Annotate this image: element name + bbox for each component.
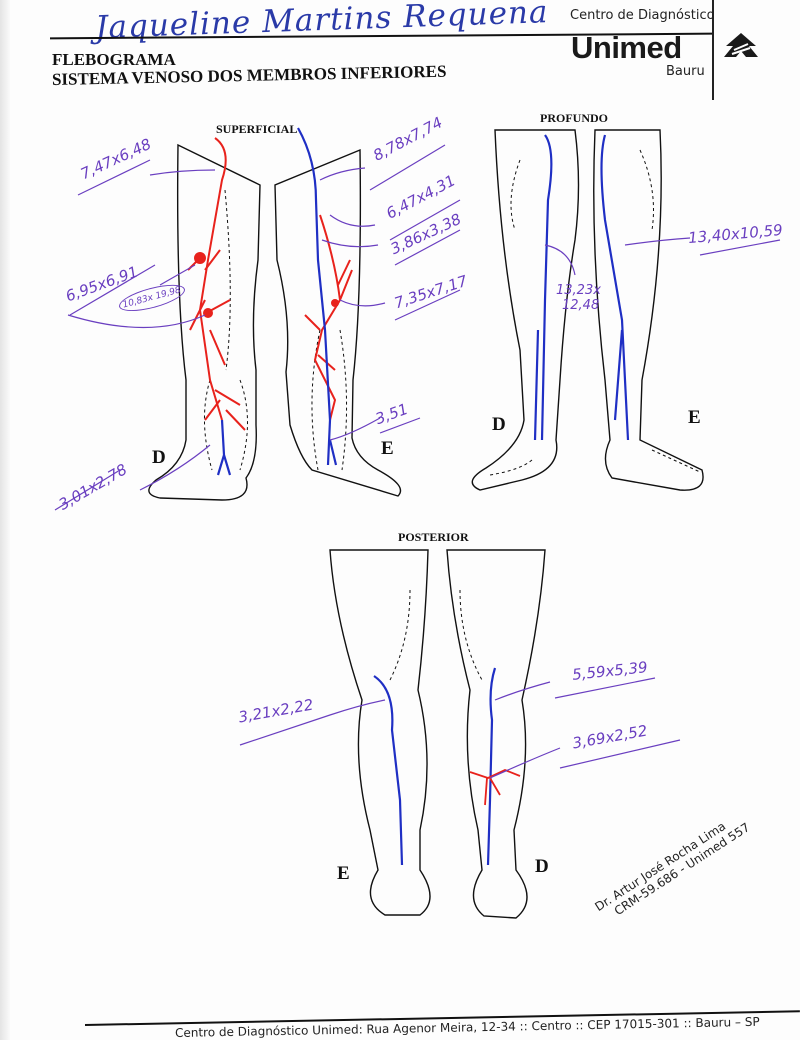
vein-superficial-left-blue: [297, 127, 338, 466]
profundo-left-label: E: [688, 407, 701, 428]
profundo-label: PROFUNDO: [540, 111, 608, 125]
vein-superficial-right-red: [198, 137, 227, 421]
vein-posterior-left: [373, 675, 404, 866]
posterior-label: POSTERIOR: [398, 530, 469, 544]
logo-divider: [712, 0, 714, 100]
posterior-right-label: D: [535, 856, 549, 877]
unimed-tree-icon: [724, 33, 758, 57]
leg-outline-profundo-right: [471, 129, 580, 491]
logo-city: Bauru: [666, 64, 705, 79]
vein-superficial-right-blue: [216, 419, 232, 476]
leg-outline-superficial-left: [274, 148, 402, 497]
document-title: FLEBOGRAMA: [52, 50, 176, 69]
logo-brand: Unimed: [571, 30, 682, 65]
profundo-right-label: D: [492, 414, 506, 435]
superficial-left-label: E: [381, 438, 394, 459]
leg-outline-posterior-left: [329, 549, 431, 916]
leg-outline-posterior-right: [446, 549, 546, 919]
vein-profundo-right: [533, 134, 553, 441]
vein-superficial-left-red: [304, 214, 353, 421]
measurement: 12,48: [562, 298, 600, 313]
measurement: 13,23x: [556, 283, 601, 298]
vein-profundo-left: [600, 134, 630, 441]
leg-outline-profundo-left: [593, 129, 704, 491]
posterior-left-label: E: [337, 863, 350, 884]
vein-posterior-right: [486, 667, 497, 866]
logo-line1: Centro de Diagnóstico: [570, 8, 715, 23]
scan-edge: [0, 0, 10, 1040]
superficial-right-label: D: [152, 447, 166, 468]
leg-outline-superficial-right: [148, 143, 261, 501]
superficial-label: SUPERFICIAL: [216, 122, 298, 136]
